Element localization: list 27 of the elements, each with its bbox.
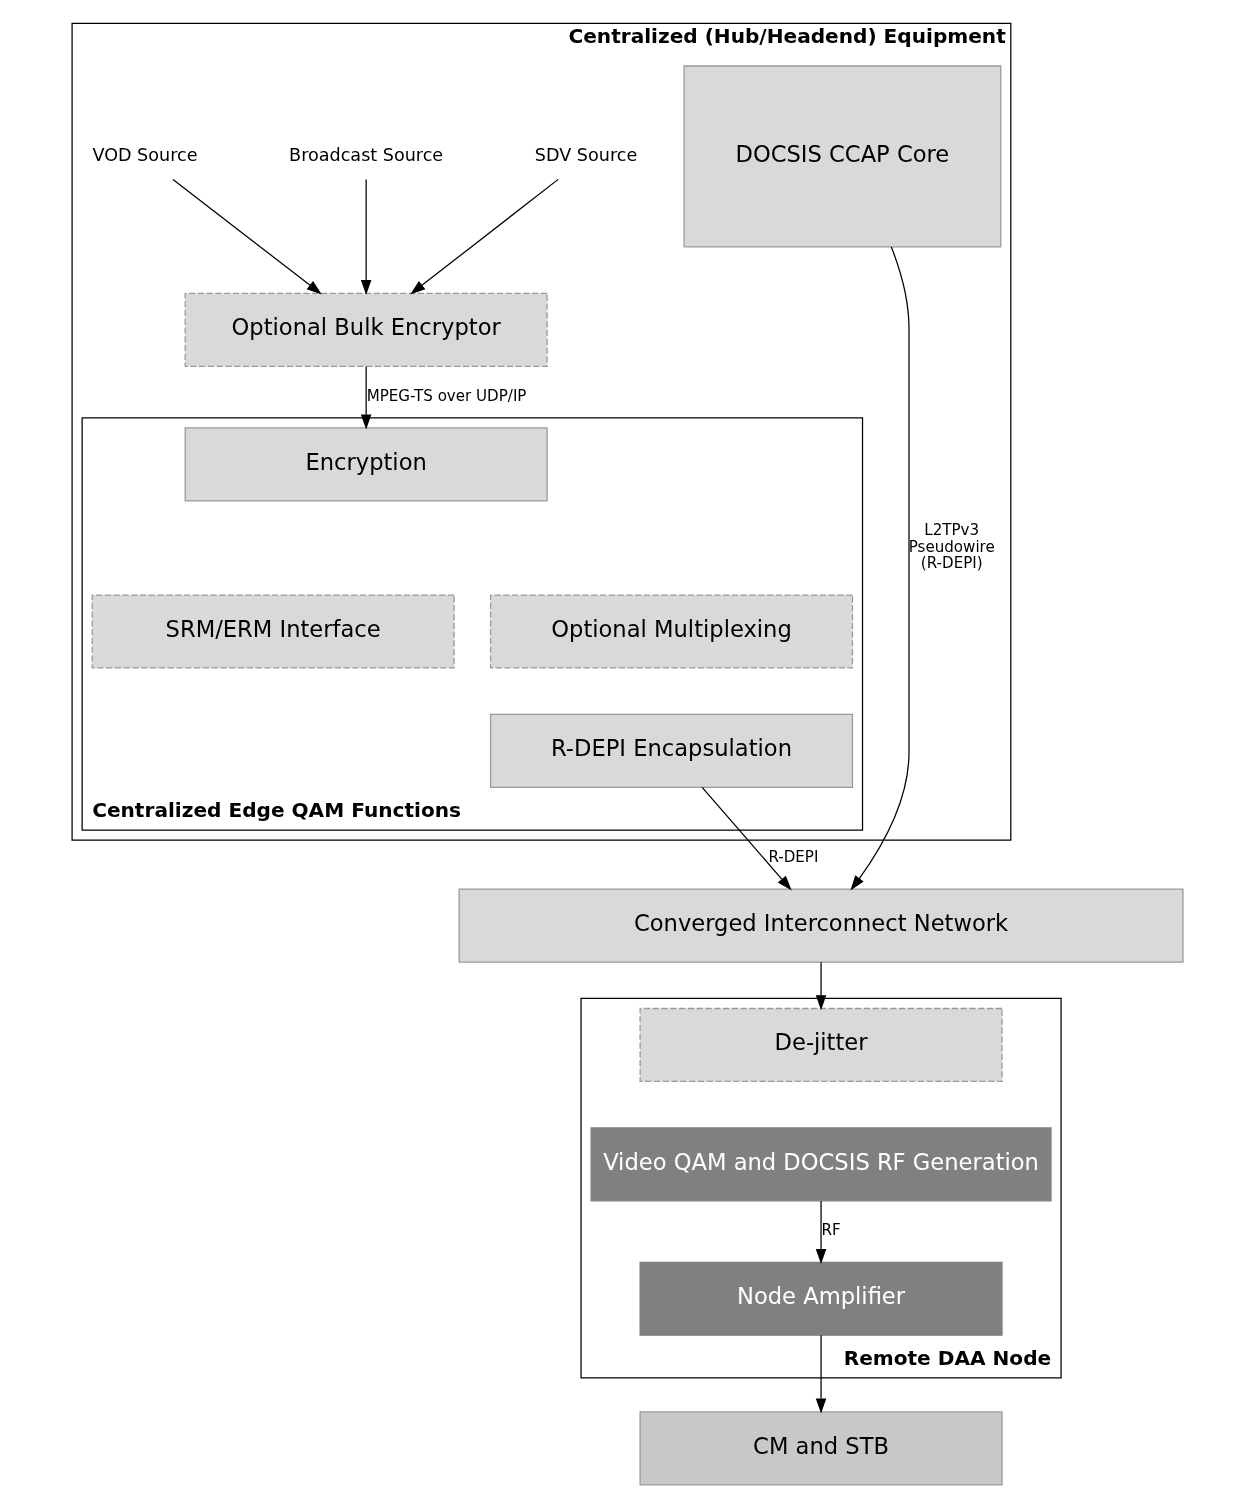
node-box: Optional Bulk Encryptor: [184, 292, 548, 367]
arrow: [815, 1334, 826, 1414]
arrow: [815, 1200, 826, 1264]
node-box: CM and STB: [638, 1411, 1003, 1486]
node-box: DOCSIS CCAP Core: [682, 65, 1001, 248]
node-box: R-DEPI Encapsulation: [489, 713, 853, 788]
arrow: [409, 178, 559, 295]
node-text: VOD Source: [91, 145, 197, 166]
node-box: Converged Interconnect Network: [458, 888, 1184, 963]
edge-label: MPEG-TS over UDP/IP: [366, 387, 526, 406]
edge-label: RF: [821, 1221, 841, 1240]
arrow: [171, 178, 322, 295]
arrow: [360, 178, 371, 296]
edge-label: R-DEPI: [767, 848, 818, 867]
node-text: SDV Source: [534, 145, 637, 166]
node-box: Node Amplifier: [638, 1261, 1003, 1336]
arrow: [701, 786, 792, 891]
node-box: Video QAM and DOCSIS RF Generation: [589, 1127, 1052, 1202]
node-text: Broadcast Source: [288, 145, 443, 166]
node-box: Optional Multiplexing: [489, 594, 853, 669]
edge-label: L2TPv3 Pseudowire (R-DEPI): [908, 521, 995, 573]
node-box: De-jitter: [638, 1007, 1003, 1083]
arrow: [849, 246, 910, 891]
node-box: SRM/ERM Interface: [91, 594, 455, 669]
node-box: Encryption: [184, 427, 548, 502]
arrow: [360, 365, 371, 430]
arrow: [815, 961, 826, 1011]
